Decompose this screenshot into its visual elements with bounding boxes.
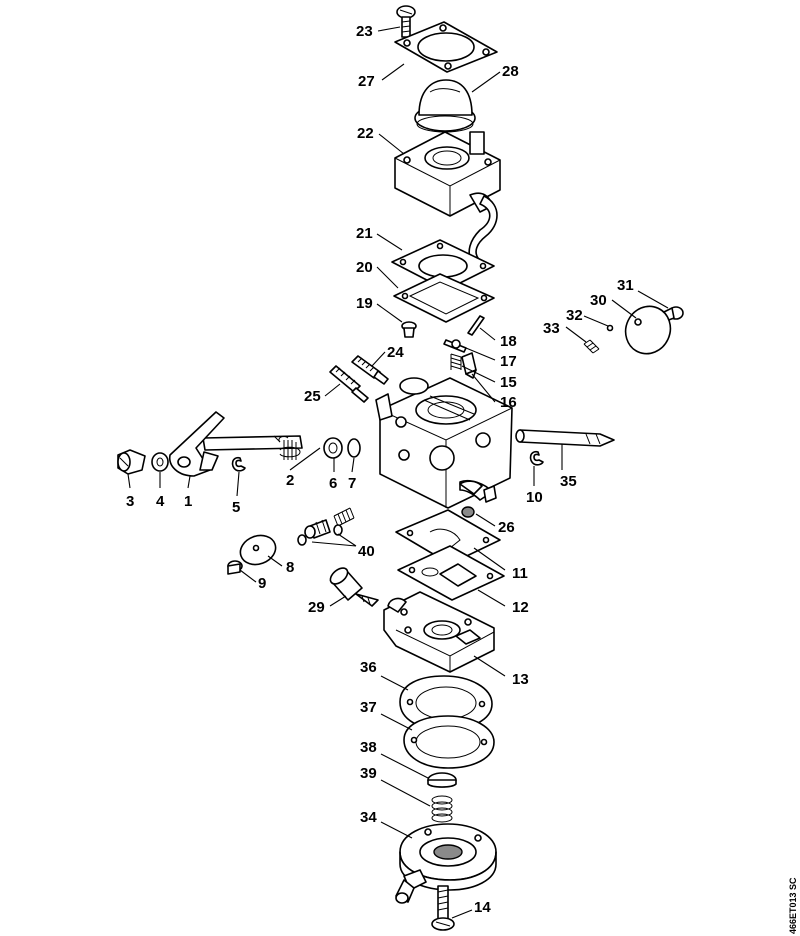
label-27: 27 (358, 73, 375, 90)
label-4: 4 (156, 493, 165, 510)
part-33-spring (583, 339, 600, 354)
leader-lines (127, 26, 669, 919)
label-23: 23 (356, 23, 373, 40)
part-2-torsion-spring (273, 435, 301, 460)
label-28: 28 (502, 63, 519, 80)
part-18-pin (467, 315, 485, 336)
part-labels: 23 27 28 22 21 20 19 18 17 15 16 24 25 3… (126, 23, 634, 916)
part-6-washer (323, 437, 343, 459)
label-26: 26 (498, 519, 515, 536)
fuel-hose (468, 195, 498, 263)
part-20-diaphragm (393, 273, 495, 323)
part-16-inlet-needle (461, 352, 477, 379)
label-17: 17 (500, 353, 517, 370)
reference-code: 466ET013 SC (788, 877, 798, 934)
label-1: 1 (184, 493, 192, 510)
part-10-e-clip (529, 450, 544, 466)
label-22: 22 (357, 125, 374, 142)
part-15-spring (450, 353, 462, 370)
label-10: 10 (526, 489, 543, 506)
part-35-choke-shaft (515, 429, 615, 447)
label-7: 7 (348, 475, 356, 492)
label-15: 15 (500, 374, 517, 391)
label-6: 6 (329, 475, 337, 492)
part-25-adjusting-screw (329, 365, 369, 403)
label-32: 32 (566, 307, 583, 324)
label-30: 30 (590, 292, 607, 309)
label-38: 38 (360, 739, 377, 756)
part-39-spring (431, 795, 453, 823)
label-5: 5 (232, 499, 240, 516)
label-25: 25 (304, 388, 321, 405)
part-3-cap (117, 449, 146, 475)
label-11: 11 (512, 565, 528, 582)
part-23-screw (396, 5, 416, 38)
label-21: 21 (356, 225, 373, 242)
label-36: 36 (360, 659, 377, 676)
label-3: 3 (126, 493, 134, 510)
label-19: 19 (356, 295, 373, 312)
part-5-e-clip (231, 456, 246, 472)
label-33: 33 (543, 320, 560, 337)
label-2: 2 (286, 472, 294, 489)
part-8-disc (239, 534, 277, 566)
label-18: 18 (500, 333, 517, 350)
label-39: 39 (360, 765, 377, 782)
label-31: 31 (617, 277, 634, 294)
part-14-screw (431, 885, 455, 931)
part-32-ball (606, 324, 614, 332)
part-13-housing (383, 591, 495, 673)
part-40-valve-set (297, 507, 355, 546)
label-40: 40 (358, 543, 375, 560)
label-9: 9 (258, 575, 266, 592)
part-34-pump-housing (395, 823, 497, 904)
label-29: 29 (308, 599, 325, 616)
part-26-strainer (461, 506, 475, 518)
part-11-gasket (395, 509, 501, 565)
label-16: 16 (500, 394, 517, 411)
part-29-fitting (329, 567, 379, 607)
part-19-screw (401, 321, 417, 338)
part-4-washer (151, 452, 169, 472)
label-34: 34 (360, 809, 377, 826)
part-28-primer-bulb (414, 79, 476, 133)
part-17-inlet-lever (443, 339, 467, 353)
part-37-gasket (403, 715, 495, 769)
part-12-plate (397, 545, 505, 601)
label-13: 13 (512, 671, 529, 688)
label-35: 35 (560, 473, 577, 490)
label-12: 12 (512, 599, 529, 616)
part-21-gasket (391, 239, 495, 291)
part-30-disc (624, 305, 672, 355)
carburetor-body (375, 377, 513, 509)
part-27-gasket (394, 21, 498, 73)
label-24: 24 (387, 344, 404, 361)
label-14: 14 (474, 899, 491, 916)
label-8: 8 (286, 559, 294, 576)
part-31-screw (663, 306, 684, 322)
part-38-disc (427, 772, 457, 788)
label-37: 37 (360, 699, 377, 716)
part-9-screw (227, 560, 243, 575)
label-20: 20 (356, 259, 373, 276)
part-24-adjusting-screw (351, 355, 389, 385)
part-7-ring (347, 438, 361, 458)
